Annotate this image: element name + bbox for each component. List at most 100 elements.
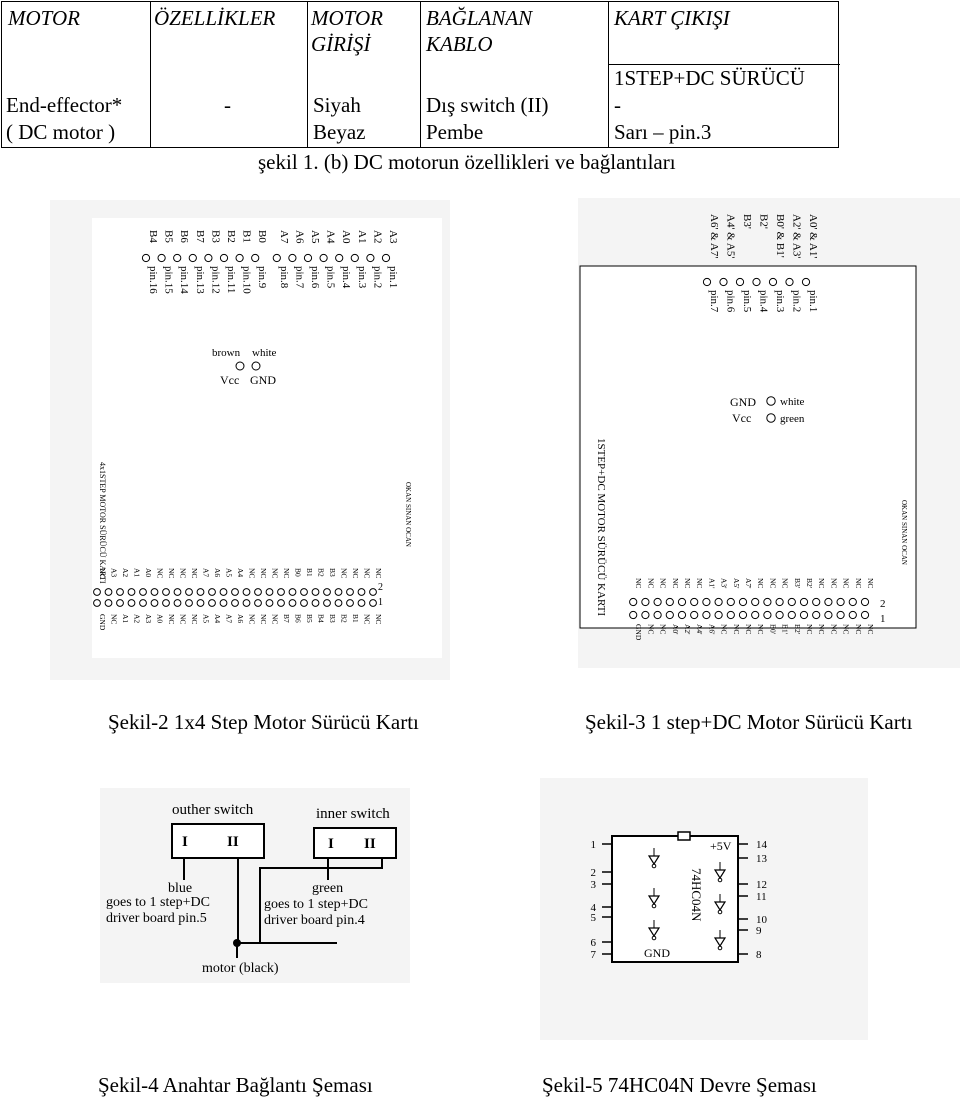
- fig3-header-hole: [799, 597, 809, 607]
- fig2-header-hole: [185, 588, 193, 596]
- fig2-pin-hole: [235, 253, 244, 263]
- fig5-right-pin-number: 12: [756, 879, 767, 891]
- fig2-pin-number: pin.11: [225, 266, 237, 293]
- fig2-header-hole: [357, 588, 366, 596]
- fig3-header-label: NC: [854, 578, 863, 588]
- fig2-pin-number: pin.13: [194, 266, 206, 294]
- fig5-inverter-bubble: [717, 945, 723, 951]
- fig5-right-pin-number: 8: [756, 949, 762, 961]
- fig2-header-label: NC: [282, 568, 291, 578]
- fig3-board: [579, 265, 917, 629]
- fig2-header-label: NC: [167, 568, 176, 578]
- fig2-pin-hole: [350, 253, 359, 263]
- fig3-header-hole: [763, 610, 772, 620]
- fig3-row-number: 2: [880, 598, 886, 610]
- fig3-header-label: NC: [817, 578, 826, 588]
- header-motor-input: MOTOR GİRİŞİ: [311, 6, 383, 56]
- fig2-brown-label: brown: [212, 347, 241, 359]
- fig3-header-hole: [653, 610, 662, 620]
- fig3-header-label: NC: [866, 578, 875, 588]
- fig3-header-hole: [751, 610, 760, 620]
- fig3-header-label: NC: [646, 624, 655, 634]
- fig3-header-hole: [812, 610, 821, 620]
- fig2-header-hole: [242, 599, 251, 607]
- fig3-board-diagram: A0' & A1'pin.1A2' & A3'pin.2B0' & B1'pin…: [578, 198, 960, 668]
- fig2-header-hole: [173, 599, 182, 607]
- fig2-header-hole: [196, 599, 205, 607]
- fig2-header-hole: [104, 588, 113, 596]
- fig2-pin-number: pin.1: [387, 266, 399, 288]
- fig2-pin-hole: [251, 253, 260, 263]
- fig2-header-label: NC: [271, 614, 280, 624]
- green-driver-pin: driver board pin.4: [264, 913, 365, 928]
- fig2-header-label: A3: [144, 614, 153, 623]
- fig2-pin-signal: B4: [147, 230, 159, 243]
- fig2-header-label: NC: [156, 568, 165, 578]
- fig2-header-hole: [242, 588, 251, 596]
- fig2-pin-signal: B0: [256, 230, 268, 243]
- fig3-header-hole: [775, 597, 784, 607]
- fig3-header-label: B3': [793, 578, 802, 589]
- fig2-header-label: A0: [144, 568, 153, 577]
- fig2-header-hole: [139, 599, 147, 607]
- fig2-header-hole: [346, 599, 354, 607]
- fig2-header-hole: [150, 588, 159, 596]
- fig2-header-label: NC: [340, 568, 349, 578]
- fig2-header-hole: [150, 599, 159, 607]
- fig2-header-label: A7: [225, 614, 234, 623]
- fig3-header-hole: [775, 610, 784, 620]
- fig2-header-hole: [231, 588, 239, 596]
- fig2-header-hole: [311, 588, 320, 596]
- header-output: KART ÇIKIŞI: [614, 6, 730, 30]
- fig2-pin-number: pin.2: [371, 266, 383, 288]
- fig3-header-hole: [641, 597, 650, 607]
- fig3-header-hole: [787, 610, 796, 620]
- cell-features: -: [224, 93, 231, 117]
- fig2-pin-number: pin.12: [209, 266, 221, 294]
- fig3-header-label: NC: [744, 624, 753, 634]
- fig3-header-label: NC: [659, 624, 668, 634]
- fig3-header-hole: [702, 597, 711, 607]
- fig2-header-hole: [208, 588, 216, 596]
- fig3-header-label: NC: [842, 578, 851, 588]
- fig2-header-hole: [288, 588, 297, 596]
- fig3-header-hole: [763, 597, 772, 607]
- fig3-header-hole: [738, 610, 748, 620]
- fig2-header-hole: [208, 599, 216, 607]
- cell-input-2: Beyaz: [313, 120, 366, 144]
- fig3-header-hole: [714, 610, 723, 620]
- table-divider: [420, 2, 421, 147]
- fig2-header-hole: [323, 599, 331, 607]
- fig2-row-number: 2: [378, 582, 383, 593]
- fig2-pin-number: pin.10: [241, 266, 253, 294]
- fig3-header-label: B2': [805, 578, 814, 589]
- fig3-header-label: NC: [805, 624, 814, 634]
- cell-output-1: -: [614, 93, 621, 117]
- fig5-inverter-bubble: [717, 909, 723, 915]
- fig2-power-hole: [251, 361, 261, 371]
- fig5-inverter-bubble: [717, 877, 723, 883]
- fig2-pin-number: pin.9: [256, 266, 268, 289]
- fig2-pin-number: pin.5: [325, 266, 337, 289]
- motor-label: motor (black): [202, 961, 279, 976]
- subheader-driver: 1STEP+DC SÜRÜCÜ: [614, 66, 805, 90]
- cell-input-1: Siyah: [313, 93, 361, 117]
- fig3-pin-signal: B0' & B1': [774, 214, 786, 258]
- fig2-header-label: B2: [340, 614, 349, 623]
- fig2-header-label: B1: [351, 614, 360, 623]
- fig2-header-label: NC: [374, 614, 383, 624]
- fig2-row-number: 1: [378, 597, 383, 608]
- fig3-header-label: A6': [707, 624, 716, 635]
- fig5-caption: Şekil-5 74HC04N Devre Şeması: [542, 1073, 817, 1097]
- fig3-header-label: NC: [829, 624, 838, 634]
- fig2-pin-signal: B2: [225, 230, 237, 243]
- fig2-header-hole: [127, 599, 136, 607]
- fig2-header-label: A4: [213, 614, 222, 623]
- table-divider: [150, 2, 151, 147]
- fig2-header-label: NC: [363, 614, 372, 624]
- fig2-header-hole: [265, 588, 274, 596]
- fig5-left-pin-number: 7: [591, 949, 597, 961]
- blue-label: blue: [168, 881, 192, 896]
- fig2-header-label: NC: [374, 568, 383, 578]
- fig2-pin-signal: A6: [293, 230, 305, 244]
